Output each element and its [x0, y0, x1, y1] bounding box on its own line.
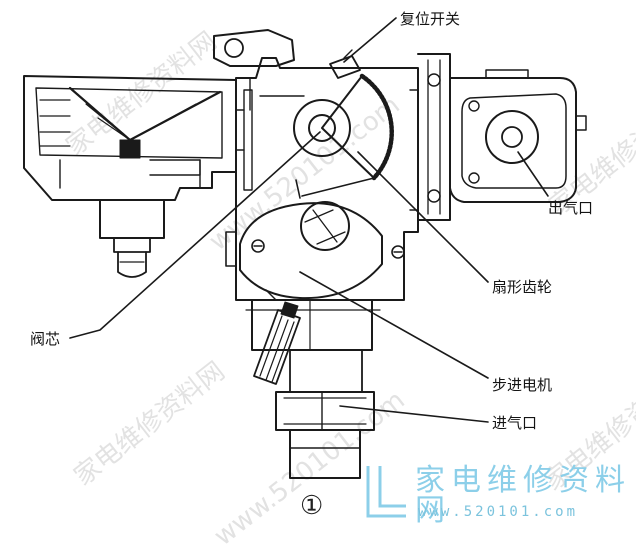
- gas-valve-diagram: [23, 17, 587, 479]
- label-gas-outlet: 出气口: [548, 199, 594, 217]
- label-sector-gear: 扇形齿轮: [492, 278, 553, 296]
- leader-gas-outlet: [517, 151, 549, 197]
- inlet-fitting: [275, 349, 375, 479]
- label-gas-inlet: 进气口: [492, 414, 538, 432]
- watermark-site: www.520101.com: [418, 504, 579, 520]
- diagram-stage: 家电维修资料网 www.520101.com 家电维修资料网 www.52010…: [23, 10, 636, 552]
- leader-sector-gear: [357, 151, 489, 283]
- label-reset-switch: 复位开关: [400, 10, 461, 28]
- leader-reset-switch: [343, 17, 397, 63]
- leader-stepper-motor: [299, 271, 489, 379]
- label-stepper-motor: 步进电机: [492, 376, 553, 394]
- figure-number: ①: [300, 491, 324, 521]
- leader-lines: [69, 17, 549, 423]
- main-body: [213, 29, 419, 385]
- watermark-brand: 家电维修资料网: [415, 463, 631, 528]
- label-valve-core: 阀芯: [30, 330, 61, 348]
- leader-gas-inlet: [339, 405, 489, 423]
- left-diaphragm-chamber: [23, 75, 237, 278]
- brand-logo-icon: [366, 466, 406, 518]
- right-outlet-section: [417, 53, 587, 221]
- leader-valve-core: [69, 131, 321, 339]
